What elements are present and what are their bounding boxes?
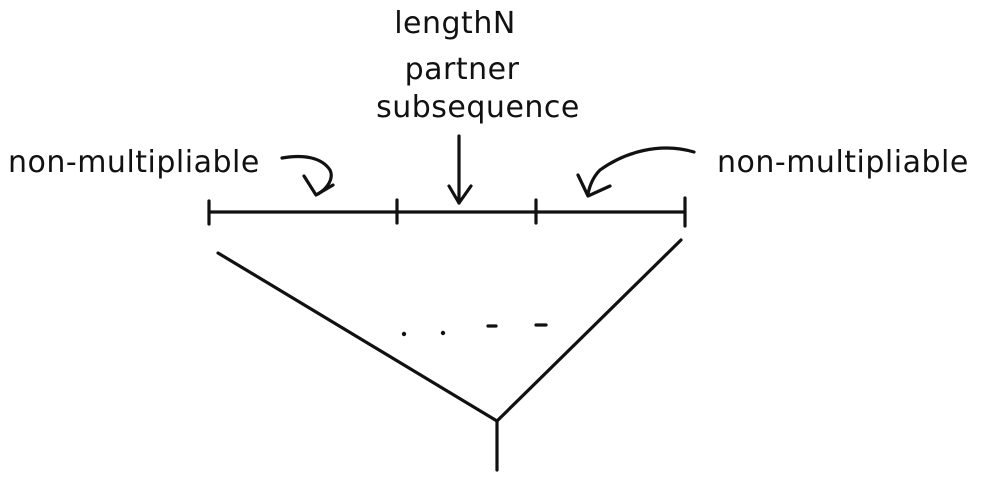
ellipsis-marks xyxy=(401,323,548,337)
segmented-sequence-line xyxy=(207,196,687,228)
curved-arrow-left-icon xyxy=(280,154,335,197)
down-arrow-icon xyxy=(447,134,473,205)
label-subsequence: subsequence xyxy=(376,90,580,125)
funnel-shape xyxy=(216,238,683,472)
label-non-multipliable-left: non-multipliable xyxy=(8,145,260,180)
label-partner: partner xyxy=(405,52,520,87)
curved-arrow-right-icon xyxy=(576,146,696,198)
label-non-multipliable-right: non-multipliable xyxy=(717,145,969,180)
label-length-n: lengthN xyxy=(394,6,516,41)
